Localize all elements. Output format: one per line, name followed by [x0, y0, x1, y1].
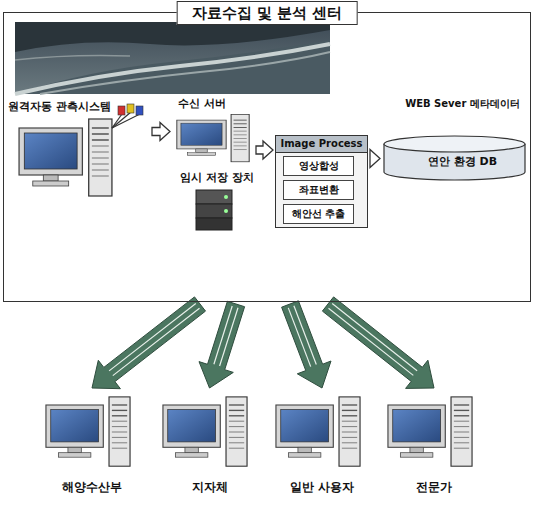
flow-arrow: [256, 141, 273, 159]
flow-arrow: [322, 297, 434, 389]
sensor-cables: [112, 104, 143, 128]
flow-arrow: [282, 301, 331, 388]
process-step: 해안선 추출: [292, 208, 345, 220]
sub-node: 해안선 추출: [283, 204, 354, 224]
user-computer: [276, 397, 360, 466]
sub-node: 영상합성: [283, 156, 354, 176]
server-label: WEB Sever 메타데이터: [382, 98, 534, 110]
coast-photo: [15, 22, 330, 94]
storage-label: 임시 저장 장치: [172, 171, 262, 184]
sub-node: 좌표변환: [283, 180, 354, 200]
user-label: 일반 사용자: [268, 480, 376, 494]
storage-node: 임시 저장 장치: [172, 170, 262, 234]
process-step: 좌표변환: [299, 184, 339, 196]
user-label: 전문가: [380, 480, 488, 494]
user-node: 일반 사용자: [268, 390, 376, 500]
storage-icon: [196, 190, 232, 230]
db-node: WEB Sever 메타데이터연안 환경 DB: [382, 98, 534, 182]
server-node: 수신 서버: [172, 97, 254, 165]
flow-arrow: [152, 123, 170, 141]
user-node: 전문가: [380, 390, 488, 500]
observation-computer: [19, 119, 112, 196]
process-step: 영상합성: [299, 160, 339, 172]
user-label: 해양수산부: [38, 480, 146, 494]
user-computer: [163, 397, 247, 466]
user-computer: [388, 397, 472, 466]
system-label: 원격자동 관측시스템: [8, 100, 111, 113]
user-computer: [46, 397, 130, 466]
database-label: 연안 환경 DB: [382, 155, 534, 168]
user-node: 지자체: [158, 390, 261, 500]
user-label: 지자체: [158, 480, 261, 494]
station-node: 원격자동 관측시스템: [8, 98, 150, 202]
flow-arrow: [370, 150, 380, 168]
center-title: 자료수집 및 분석 센터: [177, 1, 358, 25]
flow-arrow: [199, 301, 245, 388]
frame-node: 자료수집 및 분석 센터원격자동 관측시스템수신 서버임시 저장 장치Image…: [3, 12, 531, 302]
process-heading: Image Process: [276, 136, 367, 153]
proc-node: Image Process 영상합성좌표변환해안선 추출: [275, 135, 368, 228]
user-node: 해양수산부: [38, 390, 146, 500]
server-computer: [177, 115, 249, 162]
flow-arrow: [92, 297, 206, 389]
server-label: 수신 서버: [178, 97, 226, 110]
